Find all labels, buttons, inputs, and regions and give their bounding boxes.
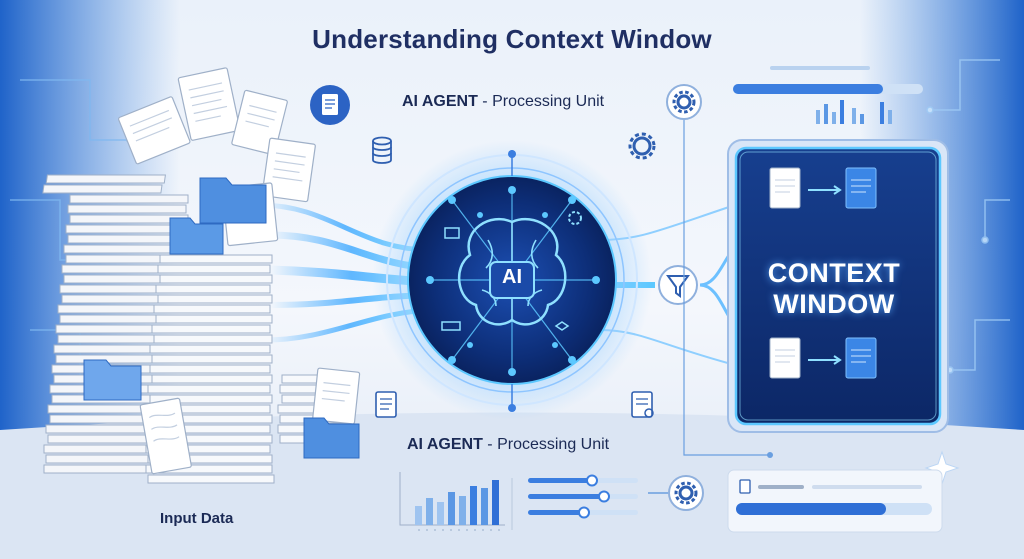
context-window-panel xyxy=(727,139,949,433)
database-icon xyxy=(372,136,392,164)
context-window-label-line2: WINDOW xyxy=(773,289,895,319)
agent-label-top: AI AGENT - Processing Unit xyxy=(402,93,604,111)
filter-icon xyxy=(658,265,698,305)
top-progress-panel xyxy=(733,66,923,124)
agent-label-bottom: AI AGENT - Processing Unit xyxy=(407,436,609,454)
diagram-title: Understanding Context Window xyxy=(312,24,712,54)
gear-circle-icon-bottom xyxy=(648,475,704,511)
context-window-label: CONTEXT WINDOW xyxy=(740,258,928,320)
document-icon-top xyxy=(310,85,350,125)
bottom-progress-panel xyxy=(727,469,943,533)
document-icon-bottom-left xyxy=(375,391,397,418)
core-label: AI xyxy=(502,266,522,288)
context-window-label-line1: CONTEXT xyxy=(767,258,901,288)
document-icon-bottom-right xyxy=(631,391,654,418)
input-data-label: Input Data xyxy=(160,510,234,527)
brain-icon xyxy=(457,217,567,326)
gear-circle-icon-top xyxy=(666,84,702,120)
gear-icon-top xyxy=(628,132,656,160)
slider-icon xyxy=(511,474,638,530)
agent-label-bottom-rest: - Processing Unit xyxy=(482,436,610,453)
agent-label-top-rest: - Processing Unit xyxy=(477,93,605,110)
agent-label-bottom-bold: AI AGENT xyxy=(407,436,483,453)
agent-label-top-bold: AI AGENT xyxy=(402,93,478,110)
folder-icons xyxy=(83,177,360,459)
bar-chart-icon xyxy=(399,472,505,531)
gear-icon-inner xyxy=(568,211,582,225)
ai-processing-core xyxy=(372,140,652,420)
